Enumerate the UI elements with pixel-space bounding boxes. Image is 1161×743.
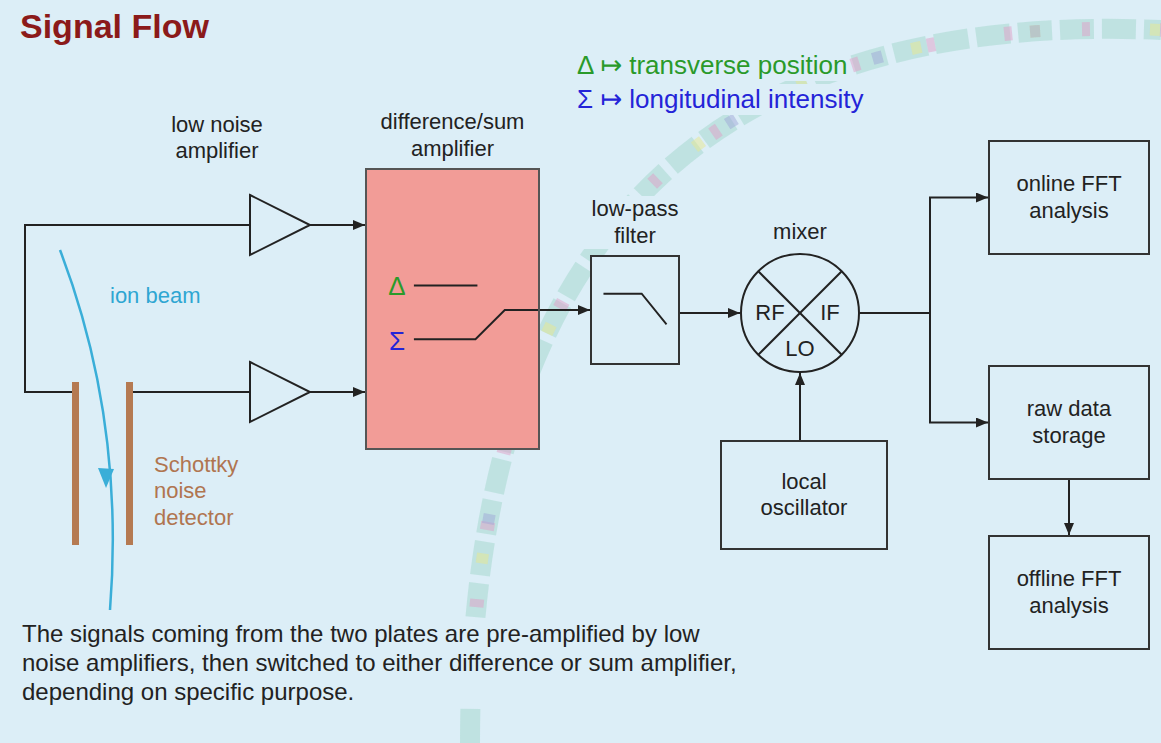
amplifier-symbol xyxy=(250,362,310,422)
analysis-box: online FFT analysis xyxy=(988,140,1150,255)
node-heading: difference/sum amplifier xyxy=(351,109,555,162)
node-label: Δ xyxy=(388,271,405,302)
node-label: LO xyxy=(785,336,814,362)
oscillator-box: local oscillator xyxy=(720,440,888,550)
detector-plate xyxy=(72,382,79,545)
storage-box: raw data storage xyxy=(988,365,1150,480)
annotation-label: low noise amplifier xyxy=(140,112,294,165)
annotation-label: Σ ↦ longitudinal intensity xyxy=(575,84,865,115)
wire xyxy=(310,224,365,226)
analysis-box: offline FFT analysis xyxy=(988,535,1150,650)
signal-connector xyxy=(680,312,740,314)
node-graphic xyxy=(367,170,538,448)
node-label: online FFT analysis xyxy=(1004,171,1134,224)
filter-box: low-pass filter xyxy=(590,255,680,365)
annotation-label: Δ ↦ transverse position xyxy=(575,50,849,81)
detector-plate xyxy=(126,382,133,545)
amplifier-symbol xyxy=(250,195,310,255)
annotation-label: Schottky noise detector xyxy=(152,452,266,531)
mixer-circle: mixerRFIFLO xyxy=(740,253,860,373)
filter-symbol xyxy=(603,294,666,325)
signal-connector xyxy=(799,373,801,440)
signal-connector xyxy=(540,309,590,311)
switch-lever xyxy=(414,310,538,339)
node-label: Σ xyxy=(389,326,405,357)
node-heading: low-pass filter xyxy=(578,196,692,249)
sum-difference-amplifier: difference/sum amplifierΔΣ xyxy=(365,168,540,450)
signal-connector xyxy=(1068,480,1070,535)
caption: The signals coming from the two plates a… xyxy=(20,620,754,706)
node-label: raw data storage xyxy=(1014,396,1124,449)
node-label: local oscillator xyxy=(744,469,864,522)
node-heading: mixer xyxy=(743,219,857,245)
node-label: IF xyxy=(820,300,840,326)
wire xyxy=(310,391,365,393)
node-label: offline FFT analysis xyxy=(1004,566,1134,619)
switch-contact xyxy=(414,285,478,287)
ion-beam xyxy=(60,250,113,610)
signal-connector xyxy=(860,313,988,423)
diagram-title: Signal Flow xyxy=(18,6,211,47)
node-graphic xyxy=(592,257,678,363)
node-label: RF xyxy=(755,300,784,326)
wire xyxy=(25,225,250,392)
annotation-label: ion beam xyxy=(108,283,203,309)
mixer-outline xyxy=(741,254,859,372)
signal-connector xyxy=(860,198,988,314)
ion-beam-arrowhead xyxy=(98,468,114,488)
